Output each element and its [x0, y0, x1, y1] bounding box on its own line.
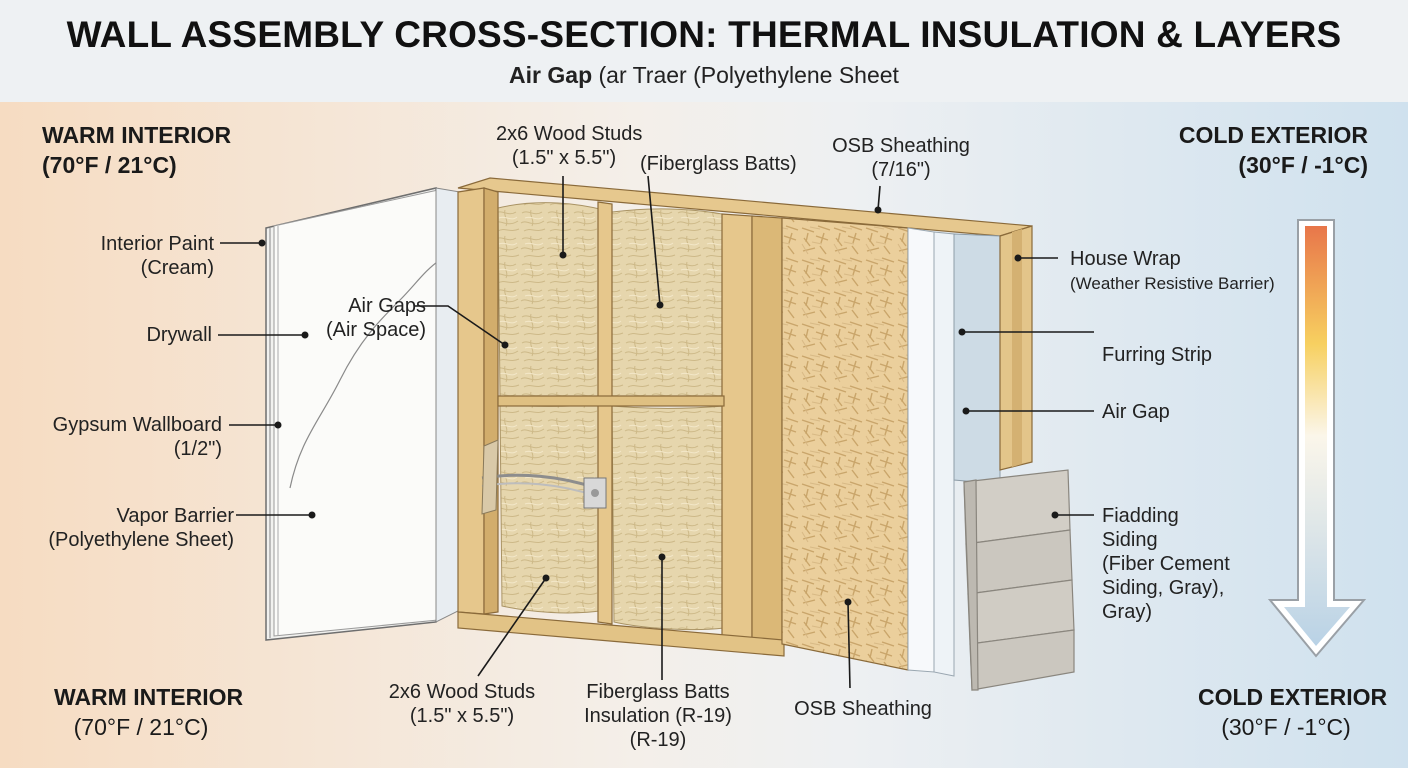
- label-osb-bottom: OSB Sheathing: [794, 698, 932, 720]
- bottom-plate: [457, 611, 785, 657]
- wiring: [481, 439, 607, 515]
- page-title: WALL ASSEMBLY CROSS-SECTION: THERMAL INS…: [66, 14, 1342, 55]
- label-furring-strip: Furring Strip: [1102, 344, 1213, 366]
- subtitle-rest: (ar Traer (Polyethylene Sheet: [592, 62, 899, 88]
- label-air-gaps: Air Gaps(Air Space): [325, 295, 426, 341]
- label-batts-top: (Fiberglass Batts): [640, 153, 797, 175]
- drywall-panel: [265, 187, 461, 641]
- air-gap-layer: [933, 231, 955, 677]
- page-subtitle: Air Gap (ar Traer (Polyethylene Sheet: [0, 62, 1408, 89]
- insulation-batts: [497, 202, 725, 631]
- label-studs-top: 2x6 Wood Studs(1.5" x 5.5"): [496, 123, 643, 169]
- label-drywall: Drywall: [146, 324, 212, 346]
- warm-interior-bottom: WARM INTERIOR(70°F / 21°C): [54, 684, 244, 740]
- temperature-arrow: [1267, 219, 1367, 658]
- cold-exterior-top: COLD EXTERIOR(30°F / -1°C): [1178, 122, 1368, 178]
- label-vapor-barrier: Vapor Barrier(Polyethylene Sheet): [48, 505, 234, 551]
- header: [0, 0, 1408, 102]
- label-osb-top: OSB Sheathing(7/16"): [832, 135, 970, 181]
- label-house-wrap: House Wrap(Weather Resistive Barrier): [1070, 248, 1275, 293]
- leader-dots: [258, 206, 1059, 606]
- siding-boards: [963, 469, 1075, 691]
- label-gypsum-wallboard: Gypsum Wallboard(1/2"): [52, 414, 222, 460]
- leader-lines: [218, 175, 1094, 689]
- warm-interior-top: WARM INTERIOR(70°F / 21°C): [42, 122, 232, 178]
- label-studs-bottom: 2x6 Wood Studs(1.5" x 5.5"): [388, 681, 536, 727]
- label-air-gap: Air Gap: [1102, 401, 1170, 423]
- label-interior-paint: Interior Paint(Cream): [100, 233, 214, 279]
- house-wrap-layer: [907, 227, 935, 673]
- subtitle-bold: Air Gap: [509, 62, 593, 88]
- cold-exterior-bottom: COLD EXTERIOR(30°F / -1°C): [1198, 684, 1388, 740]
- furring-layer: [953, 233, 1001, 485]
